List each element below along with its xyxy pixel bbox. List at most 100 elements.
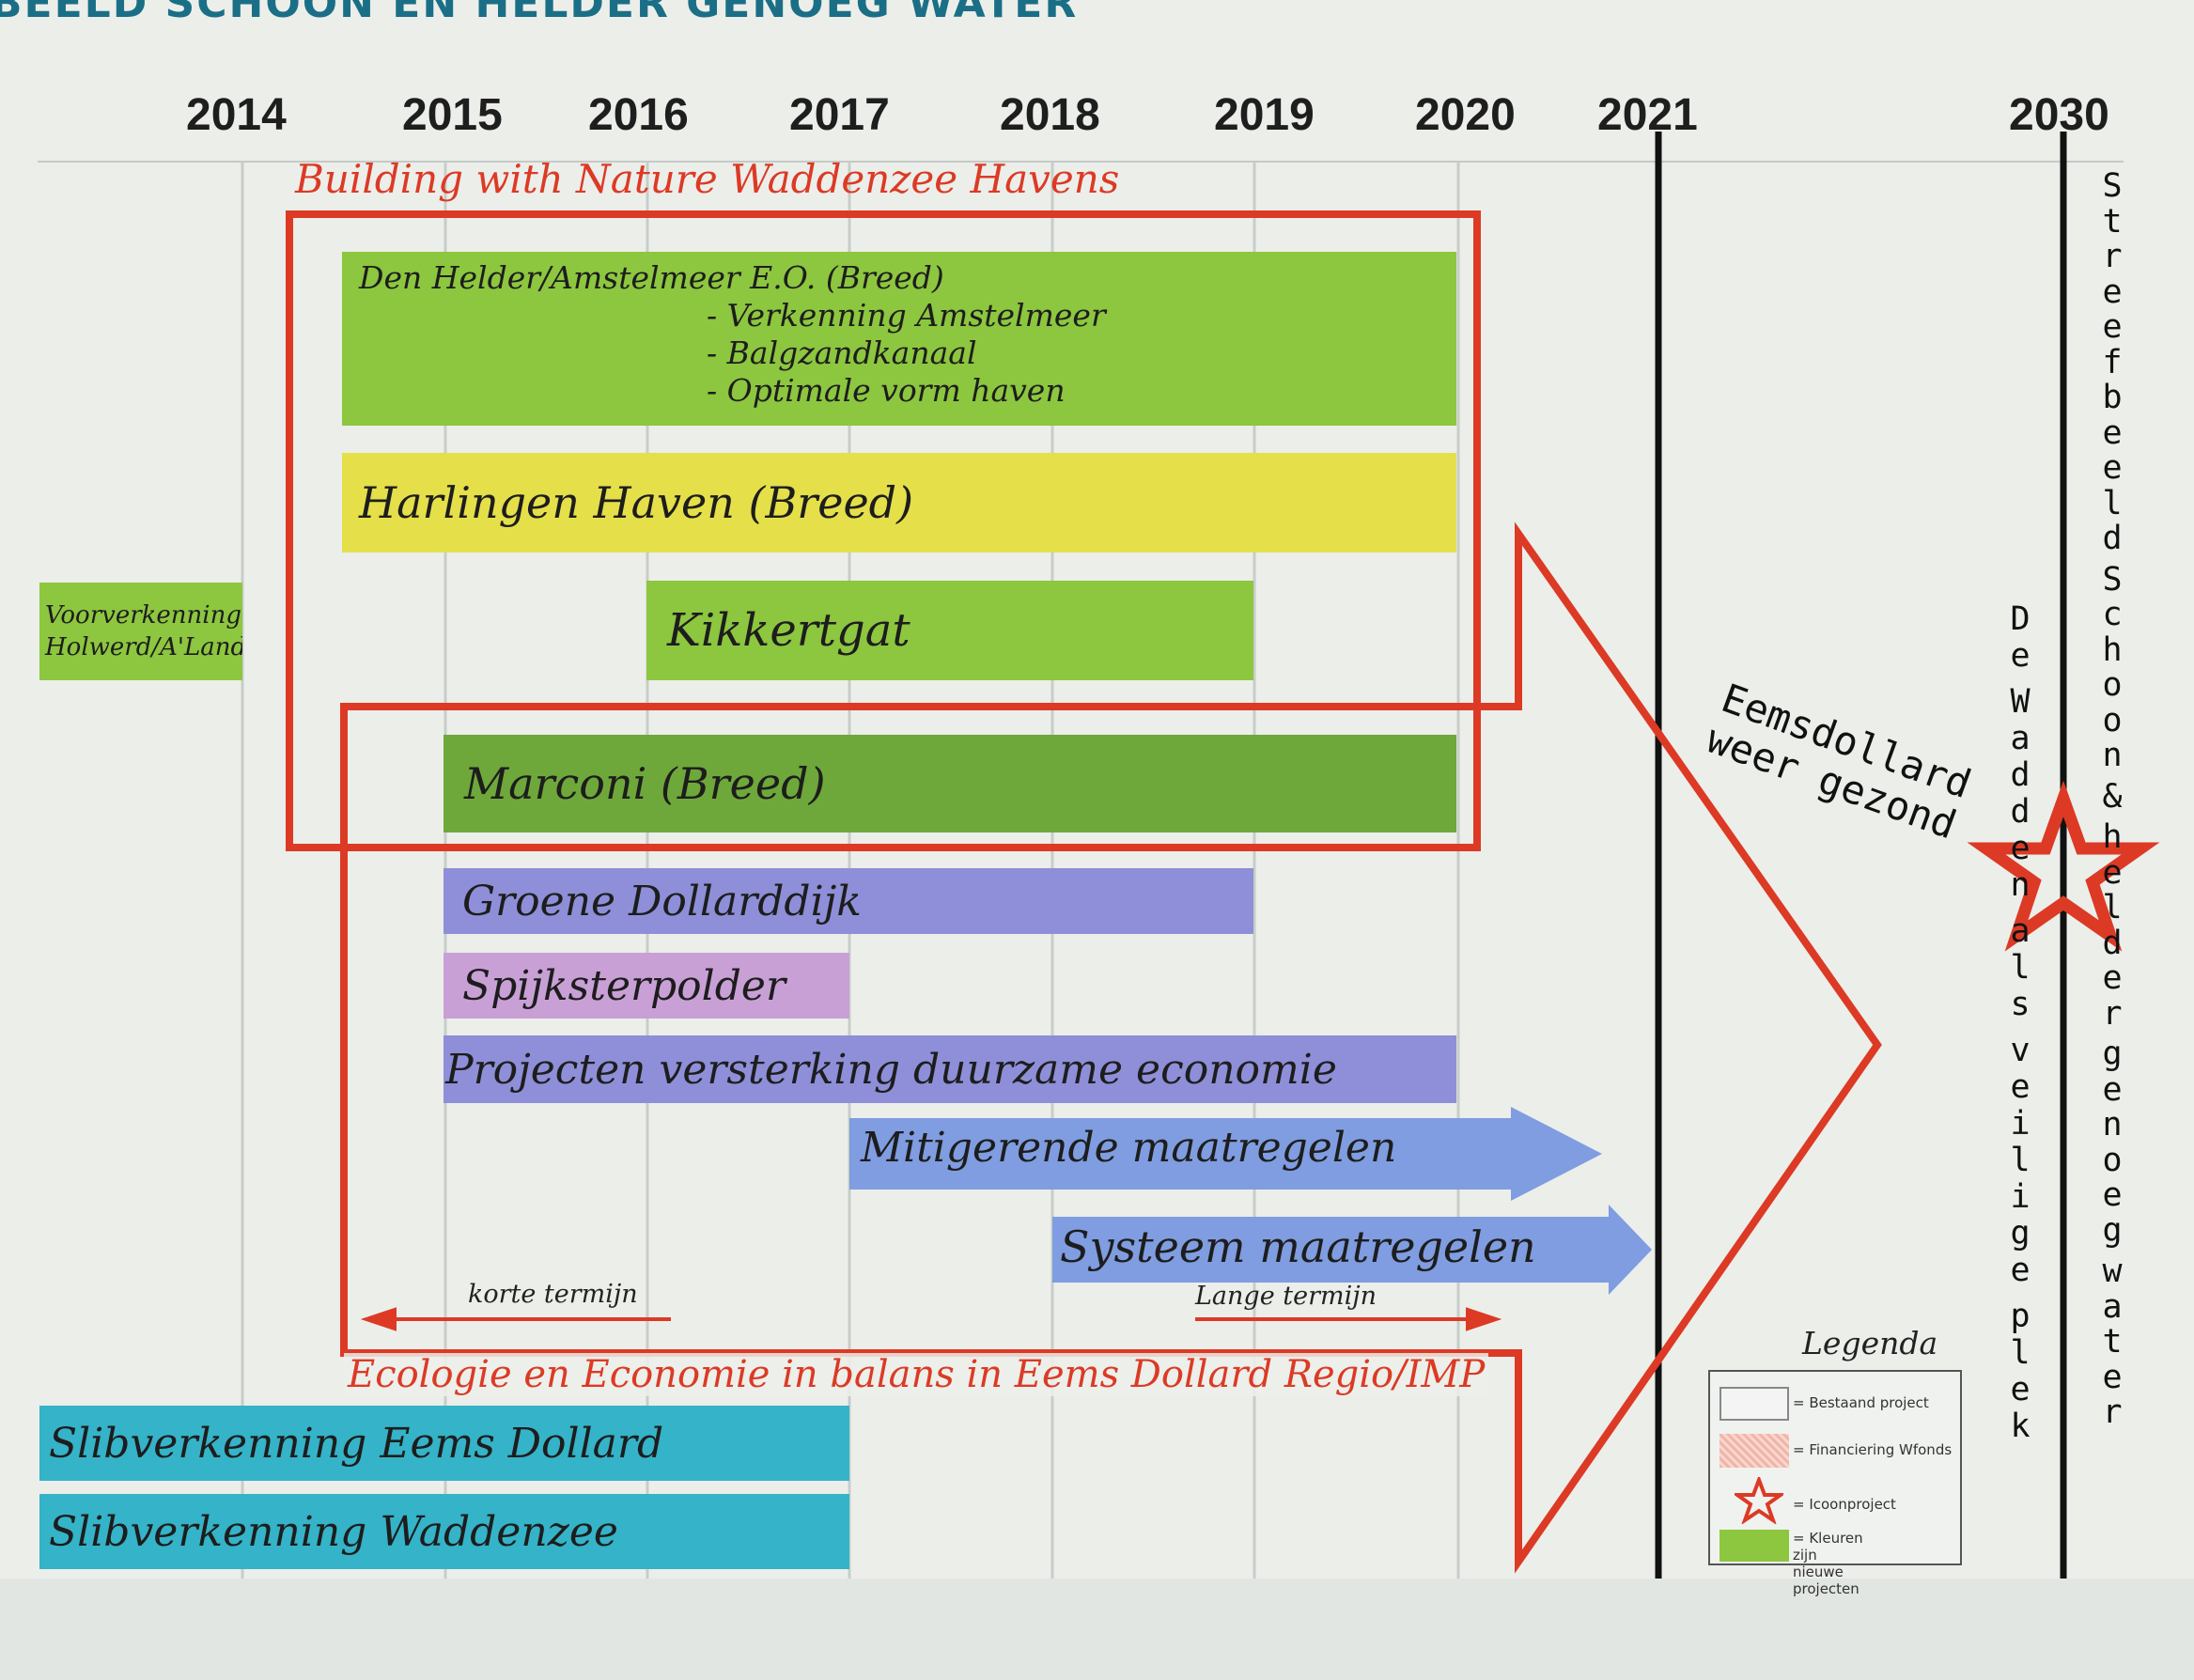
bar-kikkertgat-label: Kikkertgat [667, 604, 910, 657]
vertical-letter: a [2010, 912, 2031, 950]
vertical-letter: i [2010, 1178, 2031, 1216]
year-2016: 2016 [588, 90, 689, 140]
vertical-letter: r [2102, 1393, 2123, 1431]
vertical-letter: i [2010, 1105, 2031, 1143]
bar-kikkertgat: Kikkertgat [646, 581, 1253, 680]
legend-box: = Bestaand project = Financiering Wfonds… [1708, 1370, 1962, 1597]
vertical-letter: e [2010, 830, 2031, 867]
vertical-letter: l [2010, 949, 2031, 987]
arrow-mitigerende-label: Mitigerende maatregelen [861, 1124, 1397, 1172]
bar-spijksterpolder-label: Spijksterpolder [462, 961, 786, 1010]
year-2030: 2030 [2009, 90, 2109, 140]
bar-groene-dollarddijk-label: Groene Dollarddijk [462, 877, 862, 926]
legend-swatch-new [1719, 1530, 1789, 1562]
vertical-letter: o [2102, 666, 2123, 704]
legend-star-icon [1735, 1477, 1783, 1524]
vertical-letter: g [2102, 1211, 2123, 1250]
vertical-letter: r [2102, 238, 2123, 275]
vertical-letter: h [2102, 818, 2123, 856]
vertical-letter: e [2102, 272, 2123, 311]
vertical-letter: k [2010, 1408, 2031, 1445]
vertical-letter: l [2010, 1142, 2031, 1179]
vertical-letter: D [2010, 600, 2031, 638]
legend: Legenda = Bestaand project = Financierin… [1708, 1325, 1962, 1597]
korte-termijn-label: korte termijn [468, 1280, 638, 1309]
page-title: BEELD SCHOON EN HELDER GENOEG WATER [0, 0, 1079, 27]
vertical-letter: e [2102, 1358, 2123, 1396]
legend-swatch-existing [1719, 1387, 1789, 1421]
vertical-letter: d [2102, 924, 2123, 962]
year-2021: 2021 [1597, 90, 1698, 140]
year-2017: 2017 [789, 90, 890, 140]
legend-swatch-funding [1719, 1434, 1789, 1468]
vertical-letter: o [2102, 701, 2123, 739]
vertical-letter: s [2010, 986, 2031, 1023]
vertical-letter: e [2102, 449, 2123, 487]
bar-den-helder-item-3: - Optimale vorm haven [707, 372, 1066, 409]
vertical-letter: e [2010, 1371, 2031, 1408]
bar-harlingen-label: Harlingen Haven (Breed) [359, 477, 914, 528]
vertical-letter: e [2102, 413, 2123, 452]
bar-slibverkenning-eems-dollard: Slibverkenning Eems Dollard [39, 1406, 849, 1481]
legend-title: Legenda [1802, 1325, 1938, 1361]
bar-slib-eems-label: Slibverkenning Eems Dollard [49, 1419, 664, 1468]
vertical-letter: e [2102, 1070, 2123, 1109]
bar-harlingen-haven: Harlingen Haven (Breed) [342, 453, 1456, 552]
ecologie-economie-title: Ecologie en Economie in balans in Eems D… [344, 1353, 1489, 1396]
vertical-letter: e [2010, 1068, 2031, 1106]
bar-slibverkenning-waddenzee: Slibverkenning Waddenzee [39, 1494, 849, 1569]
vertical-letter: d [2010, 756, 2031, 794]
bar-groene-dollarddijk: Groene Dollarddijk [443, 868, 1253, 934]
arrow-systeem-label: Systeem maatregelen [1060, 1221, 1536, 1272]
vertical-letter: l [2102, 889, 2123, 926]
legend-label-new: = Kleuren zijn nieuwe projecten [1793, 1530, 1863, 1597]
vertical-letter: a [2102, 1287, 2123, 1326]
year-2018: 2018 [1000, 90, 1100, 140]
vertical-letter: g [2010, 1215, 2031, 1252]
vertical-letter: c [2102, 596, 2123, 633]
vertical-letter: e [2010, 1252, 2031, 1289]
year-2019: 2019 [1214, 90, 1315, 140]
year-2020: 2020 [1415, 90, 1516, 140]
vertical-letter: v [2010, 1032, 2031, 1069]
bar-den-helder-item-2: - Balgzandkanaal [707, 334, 977, 371]
vertical-letter: n [2010, 866, 2031, 904]
year-2015: 2015 [402, 90, 503, 140]
vertical-letter: l [2102, 484, 2123, 522]
bar-spijksterpolder: Spijksterpolder [443, 953, 849, 1019]
vertical-letter: W [2010, 683, 2031, 721]
vertical-letter: e [2102, 308, 2123, 346]
vertical-letter: f [2102, 343, 2123, 381]
vertical-letter: b [2102, 379, 2123, 416]
legend-label-icon-project: = Icoonproject [1793, 1496, 1896, 1513]
vertical-letter: t [2102, 1323, 2123, 1361]
lange-termijn-label: Lange termijn [1195, 1282, 1377, 1311]
bar-voorverkenning-line2: Holwerd/A'Land [45, 633, 242, 661]
bar-den-helder-title: Den Helder/Amstelmeer E.O. (Breed) [359, 259, 944, 296]
vertical-letter: w [2102, 1252, 2123, 1290]
vertical-letter: h [2102, 630, 2123, 669]
vertical-letter: e [2102, 853, 2123, 892]
vertical-letter: d [2102, 520, 2123, 557]
bar-projecten-duurzame-economie: Projecten versterking duurzame economie [443, 1035, 1456, 1103]
vertical-letter: e [2102, 1176, 2123, 1214]
bar-marconi-label: Marconi (Breed) [464, 758, 826, 809]
bar-den-helder: Den Helder/Amstelmeer E.O. (Breed) - Ver… [342, 252, 1456, 426]
building-with-nature-title: Building with Nature Waddenzee Havens [295, 156, 1120, 202]
vertical-letter: p [2010, 1298, 2031, 1335]
bar-den-helder-item-1: - Verkenning Amstelmeer [707, 297, 1106, 334]
vertical-letter: r [2102, 994, 2123, 1033]
vertical-letter: a [2010, 720, 2031, 757]
vertical-letter: e [2010, 637, 2031, 675]
vertical-letter: S [2102, 560, 2123, 599]
vertical-letter: o [2102, 1141, 2123, 1179]
vertical-letter: t [2102, 202, 2123, 241]
bar-slib-wadden-label: Slibverkenning Waddenzee [49, 1507, 618, 1556]
vertical-letter: & [2102, 777, 2123, 816]
vertical-letter: e [2102, 959, 2123, 997]
vertical-letter: d [2010, 793, 2031, 831]
bar-voorverkenning: Voorverkenning Holwerd/A'Land [39, 583, 242, 680]
